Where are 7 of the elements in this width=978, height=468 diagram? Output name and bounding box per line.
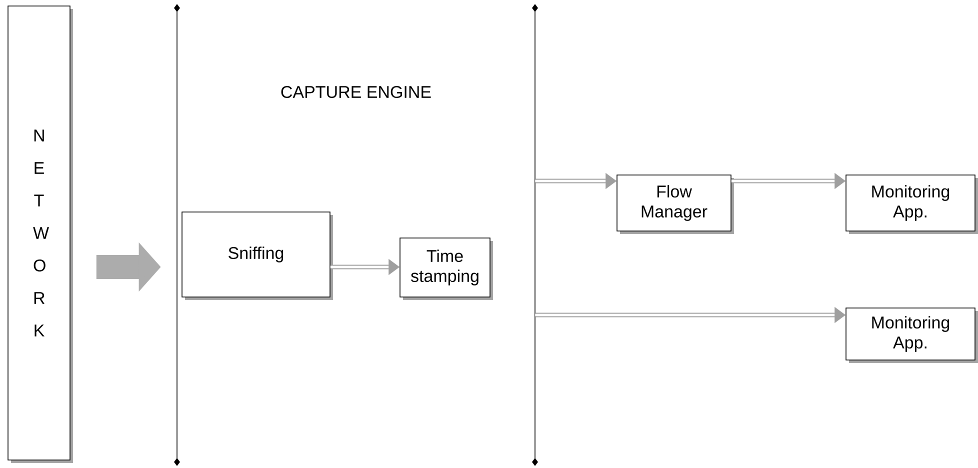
node-label: CAPTURE ENGINE [281,86,431,98]
process-box: Monitoring App. [846,174,978,234]
process-box: Monitoring App. [846,308,978,363]
process-box: Flow Manager [616,174,734,234]
network-box: N E T W O R K [8,6,73,463]
process-box: Sniffing [182,212,333,300]
process-box: Time stamping [400,238,493,300]
